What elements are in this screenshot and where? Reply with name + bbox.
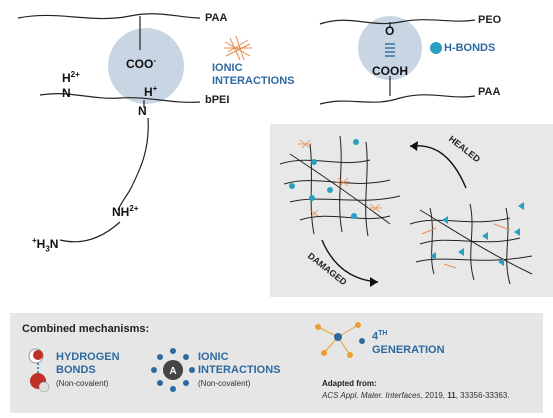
- network-icon: [315, 322, 365, 358]
- citation: ACS Appl. Mater. Interfaces, 2019, 11, 3…: [322, 391, 510, 400]
- hydrogen-bonds-label: HYDROGEN BONDS (Non-covalent): [56, 351, 120, 388]
- damaged-broken-links: [421, 223, 511, 269]
- paa-chain-bottom: [319, 94, 476, 105]
- branch-1: [117, 117, 149, 211]
- svg-text:A: A: [169, 366, 176, 377]
- coo-group: COO-: [126, 56, 157, 71]
- healed-ionic-clusters: [298, 139, 382, 217]
- n-atom-2: N: [62, 86, 71, 100]
- hbond-legend: H-BONDS: [444, 42, 496, 54]
- hbond-diagram: [319, 16, 476, 105]
- bpei-label: bPEI: [205, 94, 230, 106]
- paa-label-bottom: PAA: [478, 86, 501, 98]
- h2-plus: H2+: [62, 70, 80, 85]
- damaged-hbond-marks: [430, 202, 524, 266]
- h-plus: H+: [144, 84, 158, 99]
- h3n-group: +H3N: [32, 236, 59, 254]
- ionic-legend: IONIC INTERACTIONS: [212, 62, 295, 87]
- ionic-diagram: [17, 13, 252, 243]
- fourth-generation-label: 4TH GENERATION: [372, 330, 445, 356]
- ionic-interactions-label: IONIC INTERACTIONS (Non-covalent): [198, 351, 281, 388]
- paa-chain: [17, 13, 201, 20]
- peo-chain: [319, 19, 476, 25]
- bpei-chain: [39, 92, 201, 103]
- cooh-group: COOH: [372, 64, 408, 78]
- ionic-interaction-icon: [224, 35, 252, 61]
- branch-2: [59, 221, 121, 243]
- hbond-dot-icon: [430, 42, 442, 54]
- o-atom: O: [385, 24, 395, 38]
- n-atom-1: N: [138, 104, 147, 118]
- legend-title: Combined mechanisms:: [22, 323, 150, 335]
- paa-label-top: PAA: [205, 12, 228, 24]
- nh2-group: NH2+: [112, 204, 139, 219]
- adapted-from-label: Adapted from:: [322, 379, 377, 388]
- self-healing-panel: HEALED DAMAGED: [270, 124, 553, 297]
- peo-label: PEO: [478, 14, 502, 26]
- legend-box: Combined mechanisms: HYDROGEN BONDS (Non…: [10, 313, 543, 413]
- healed-arrow: [409, 144, 467, 189]
- ionic-interactions-icon: A: [151, 348, 195, 392]
- ionic-bubble: [108, 28, 184, 104]
- damaged-network: [409, 203, 533, 285]
- healing-cycle-diagram: [279, 135, 533, 287]
- hbond-dashes: [385, 43, 395, 57]
- healed-hbond-dots: [289, 139, 359, 219]
- hydrogen-bond-icon: [28, 348, 50, 393]
- healed-network: [279, 135, 401, 237]
